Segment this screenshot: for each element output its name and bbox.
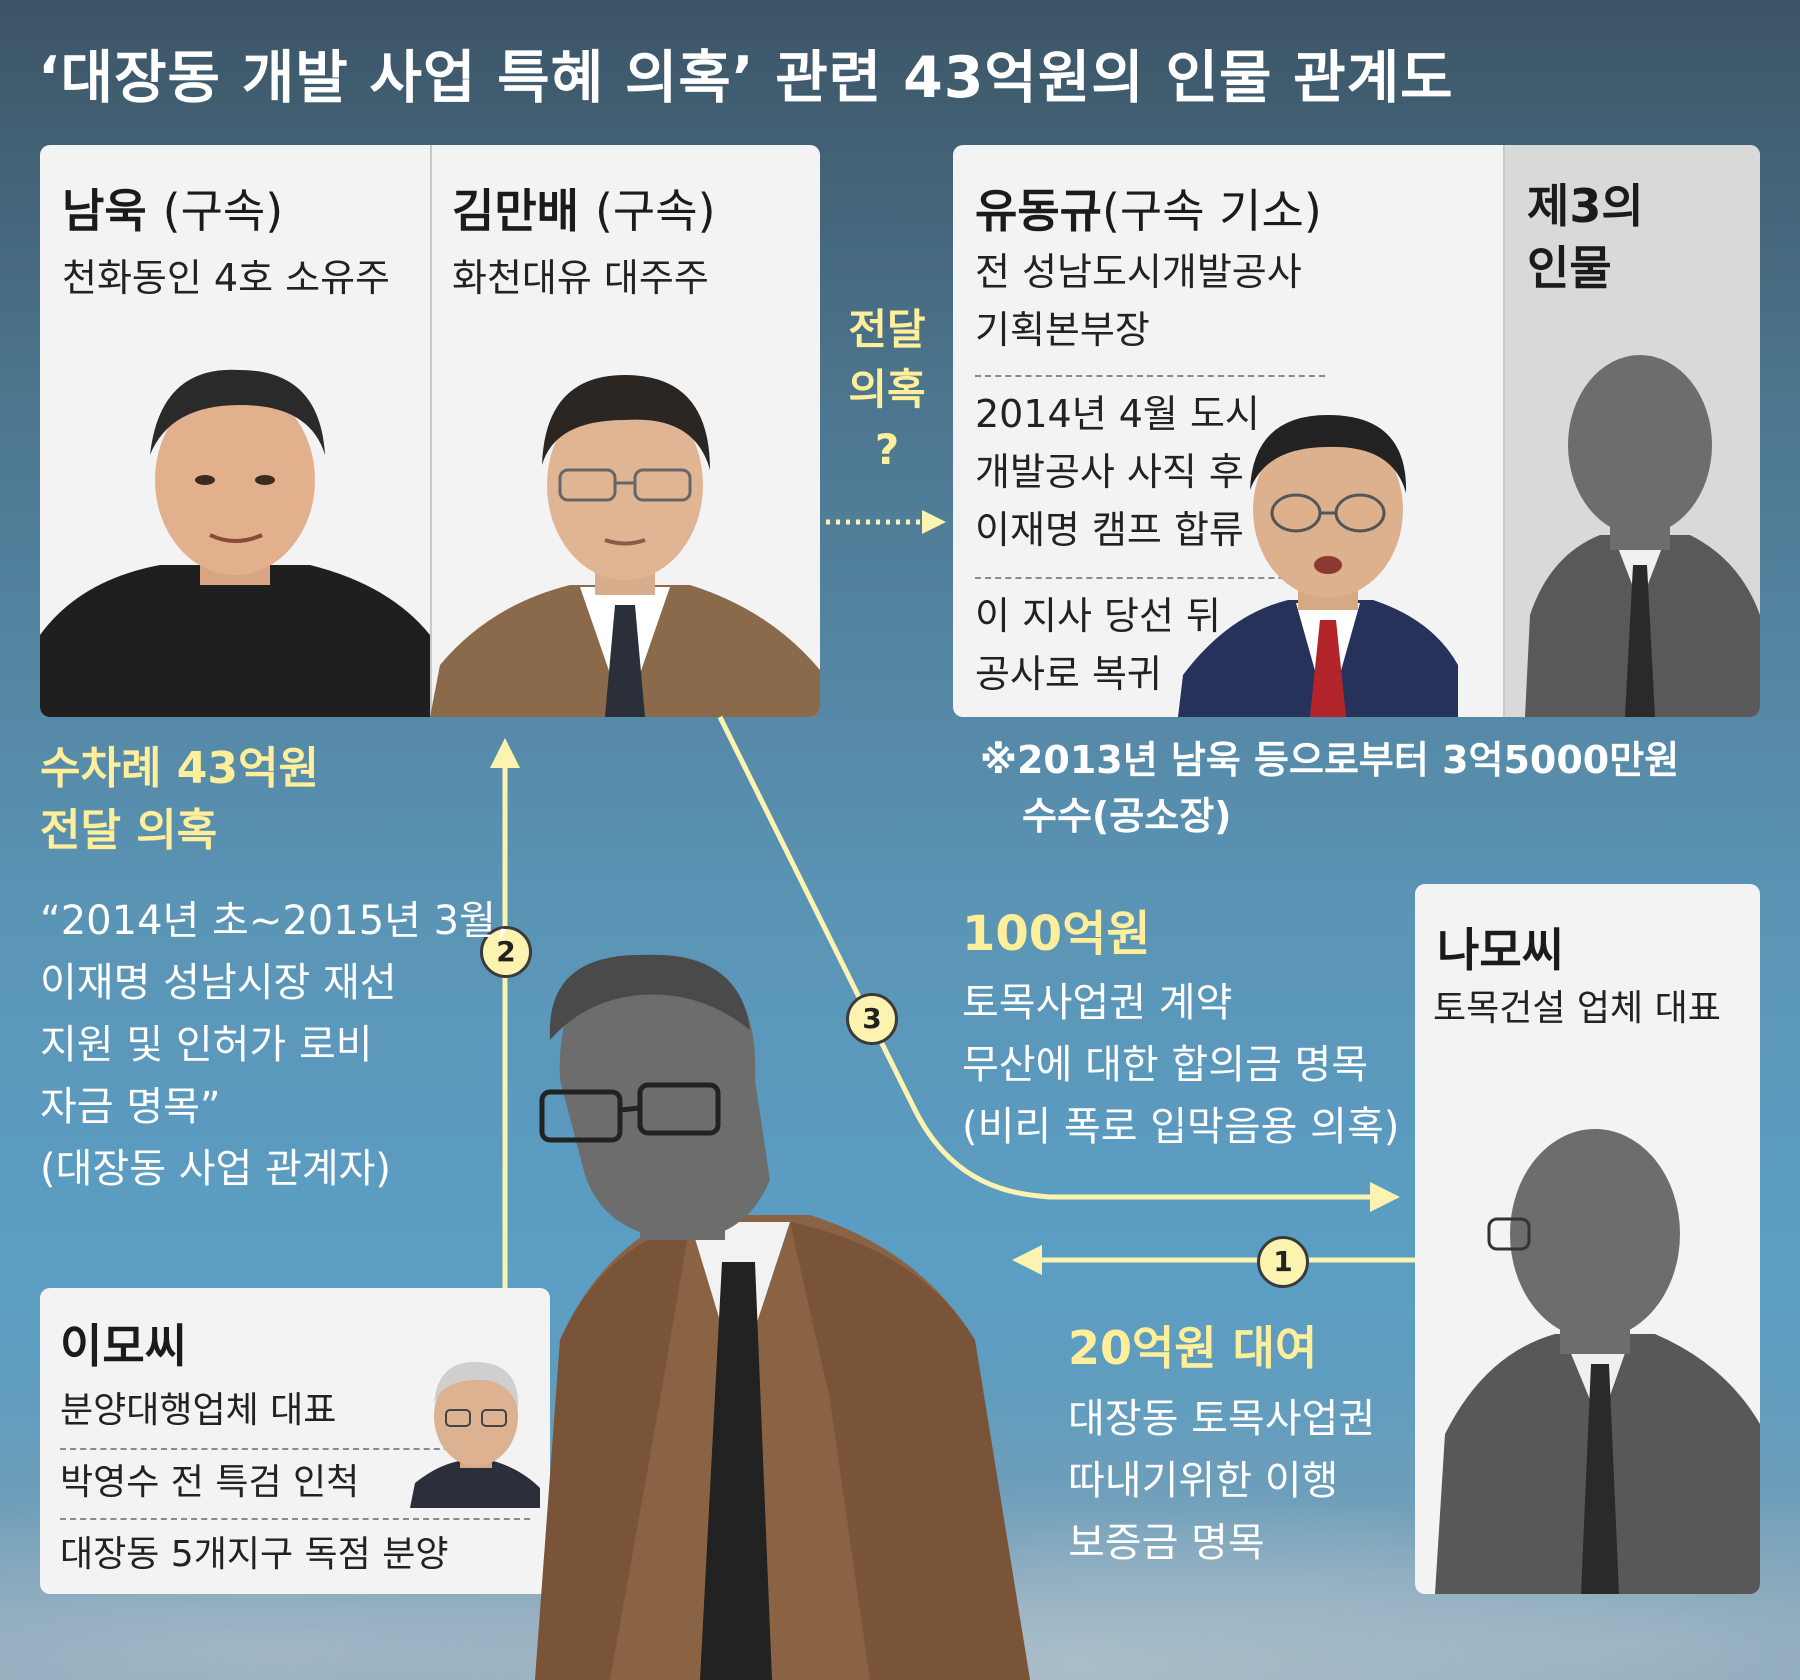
silhouette-na [1435, 1129, 1760, 1594]
card-lee: 이모씨 분양대행업체 대표 박영수 전 특검 인척 대장동 5개지구 독점 분양 [40, 1288, 550, 1594]
status-namwook: (구속) [162, 184, 284, 238]
flow-2-quote: “2014년 초~2015년 3월, 이재명 성남시장 재선 지원 및 인허가 … [40, 890, 509, 1200]
desc-lee-3: 대장동 5개지구 독점 분양 [60, 1534, 449, 1575]
arrow-flow-3-head [1370, 1182, 1400, 1212]
label-line: 전달 [848, 305, 926, 354]
desc-lee-1: 분양대행업체 대표 [60, 1390, 337, 1431]
title-line: 전달 의혹 [40, 805, 218, 856]
portrait-kimmanbae [430, 375, 820, 717]
card-namwook-kimmanbae: 남욱 (구속) 천화동인 4호 소유주 김만배 (구속) 화천대유 대주주 [40, 145, 820, 717]
card-divider [1503, 145, 1505, 717]
desc-line: 전 성남도시개발공사 [975, 250, 1302, 294]
note-line: ※2013년 남욱 등으로부터 3억5000만원 [980, 738, 1680, 782]
name-yoodonggyu: 유동규(구속 기소) [975, 175, 1322, 241]
desc-line: 이재명 캠프 합류 [975, 508, 1244, 552]
name-line: 인물 [1527, 241, 1612, 295]
desc-kimmanbae: 화천대유 대주주 [452, 256, 709, 300]
desc-namwook: 천화동인 4호 소유주 [62, 256, 391, 300]
name-kimmanbae: 김만배 (구속) [452, 175, 716, 241]
desc-line: 이 지사 당선 뒤 [975, 594, 1221, 638]
label-line: 의혹 [848, 365, 926, 414]
name-yoodonggyu-text: 유동규 [975, 184, 1102, 238]
desc-line: 보증금 명목 [1068, 1520, 1265, 1566]
status-kimmanbae: (구속) [594, 184, 716, 238]
title-line: 수차례 43억원 [40, 743, 319, 794]
badge-flow-1: 1 [1257, 1236, 1309, 1288]
desc-separator [60, 1518, 530, 1520]
desc-yoodonggyu-1: 전 성남도시개발공사 기획본부장 [975, 243, 1302, 359]
desc-separator [975, 577, 1325, 579]
arrow-flow-1-head [1012, 1245, 1042, 1275]
flow-1-amount: 20억원 대여 [1068, 1321, 1318, 1375]
name-namwook-text: 남욱 [62, 184, 147, 238]
portrait-namwook [40, 369, 430, 717]
desc-line: (비리 폭로 입막음용 의혹) [962, 1104, 1400, 1150]
page-title: ‘대장동 개발 사업 특혜 의혹’ 관련 43억원의 인물 관계도 [38, 45, 1454, 111]
quote-line: 지원 및 인허가 로비 [40, 1022, 373, 1068]
desc-yoodonggyu-2: 2014년 4월 도시 개발공사 사직 후 이재명 캠프 합류 [975, 385, 1260, 559]
desc-line: 개발공사 사직 후 [975, 450, 1244, 494]
name-line: 제3의 [1527, 179, 1644, 233]
quote-source: (대장동 사업 관계자) [40, 1146, 392, 1192]
badge-flow-2: 2 [480, 926, 532, 978]
name-lee: 이모씨 [60, 1319, 187, 1373]
desc-line: 공사로 복귀 [975, 652, 1162, 696]
arrow-flow-2-head [490, 738, 520, 768]
portrait-yoodonggyu [1178, 415, 1458, 717]
label-line: ? [874, 425, 900, 474]
label-delivery-suspicion: 전달 의혹 ? [842, 300, 932, 480]
silhouette-third-person [1525, 355, 1760, 717]
card-yoodonggyu: 유동규(구속 기소) 전 성남도시개발공사 기획본부장 2014년 4월 도시 … [953, 145, 1760, 717]
name-kimmanbae-text: 김만배 [452, 184, 579, 238]
note-indictment: ※2013년 남욱 등으로부터 3억5000만원 수수(공소장) [980, 732, 1679, 844]
status-yoodonggyu: (구속 기소) [1101, 184, 1322, 238]
quote-line: 자금 명목” [40, 1084, 221, 1130]
name-namwook: 남욱 (구속) [62, 175, 283, 241]
flow-3-desc: 토목사업권 계약 무산에 대한 합의금 명목 (비리 폭로 입막음용 의혹) [962, 972, 1399, 1158]
name-na: 나모씨 [1437, 923, 1564, 977]
card-third-person: 제3의 인물 [1505, 145, 1760, 717]
desc-na: 토목건설 업체 대표 [1433, 988, 1721, 1029]
name-third-person: 제3의 인물 [1527, 175, 1644, 299]
card-divider [430, 145, 432, 717]
desc-separator [60, 1448, 460, 1450]
flow-3-amount: 100억원 [962, 906, 1151, 962]
flow-1-desc: 대장동 토목사업권 따내기위한 이행 보증금 명목 [1068, 1388, 1375, 1574]
flow-2-title: 수차례 43억원 전달 의혹 [40, 738, 319, 862]
arrow-delivery-suspicion-head [922, 510, 946, 534]
desc-lee-2: 박영수 전 특검 인척 [60, 1462, 360, 1503]
note-line: 수수(공소장) [1022, 794, 1232, 838]
desc-line: 2014년 4월 도시 [975, 392, 1260, 436]
desc-separator [975, 375, 1325, 377]
desc-line: 기획본부장 [975, 308, 1150, 352]
desc-line: 따내기위한 이행 [1068, 1458, 1339, 1504]
desc-line: 토목사업권 계약 [962, 980, 1233, 1026]
desc-line: 대장동 토목사업권 [1068, 1396, 1376, 1442]
card-na: 나모씨 토목건설 업체 대표 [1415, 884, 1760, 1594]
desc-line: 무산에 대한 합의금 명목 [962, 1042, 1369, 1088]
quote-line: 이재명 성남시장 재선 [40, 960, 397, 1006]
portrait-lee-relative [410, 1361, 540, 1508]
badge-flow-3: 3 [846, 993, 898, 1045]
desc-yoodonggyu-3: 이 지사 당선 뒤 공사로 복귀 [975, 587, 1221, 703]
quote-line: “2014년 초~2015년 3월, [40, 898, 509, 944]
